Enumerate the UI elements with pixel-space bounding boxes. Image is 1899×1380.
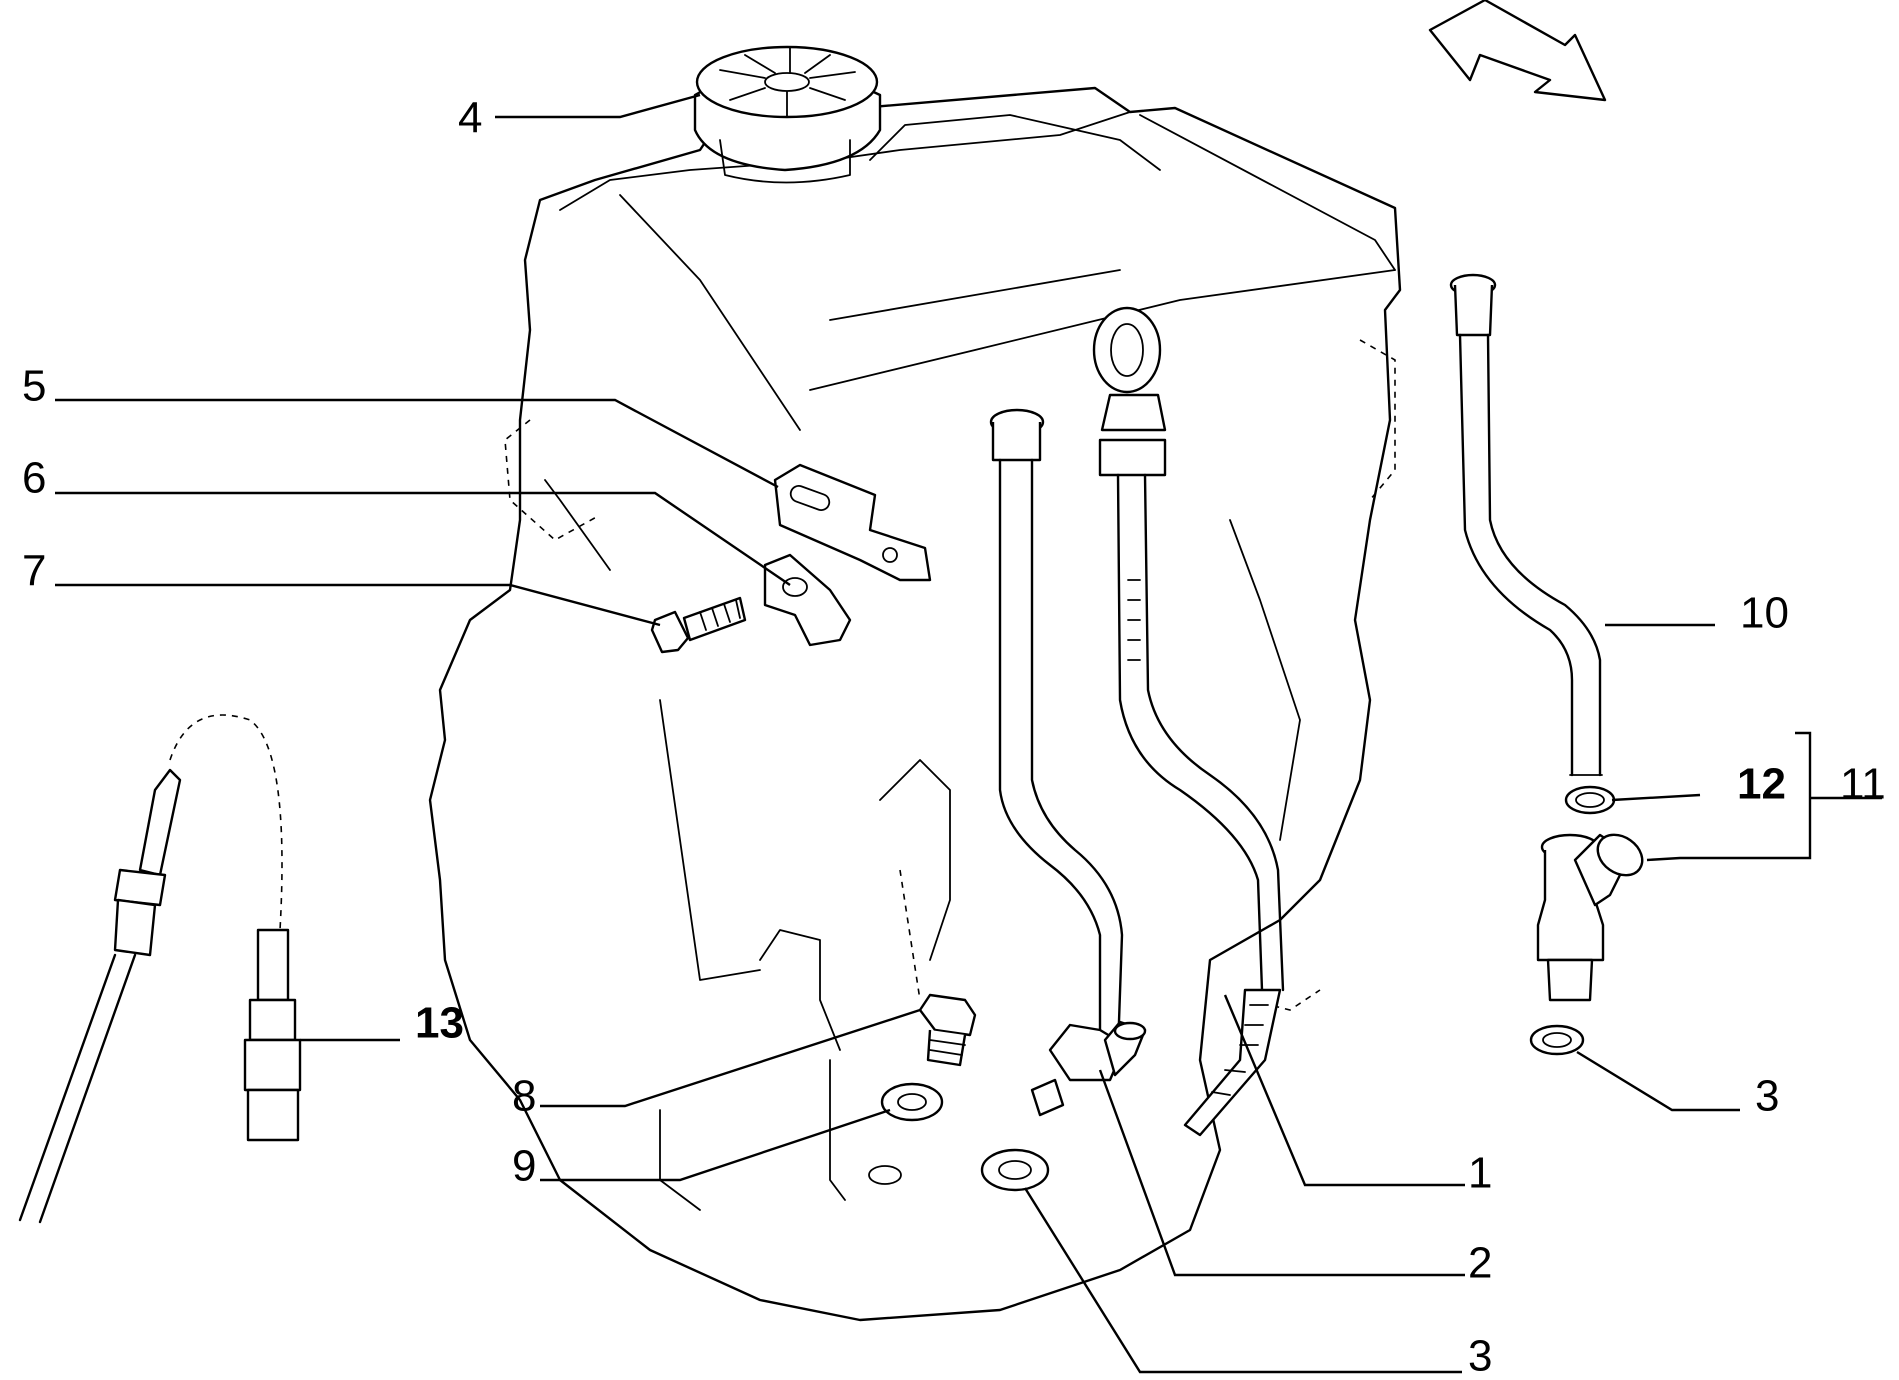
filler-cap-part xyxy=(693,45,882,184)
callout-1: 1 xyxy=(1468,1148,1492,1197)
callout-10: 10 xyxy=(1740,588,1789,637)
leader-lines xyxy=(55,93,1882,1374)
y-fitting-part xyxy=(1536,833,1644,1002)
clamp-part xyxy=(763,553,852,647)
washer-part-9 xyxy=(880,1082,944,1122)
callout-13: 13 xyxy=(415,998,464,1047)
callout-3-bottom: 3 xyxy=(1468,1331,1492,1380)
callout-4: 4 xyxy=(458,93,482,142)
washer-part-bottom xyxy=(980,1148,1050,1192)
callout-8: 8 xyxy=(512,1071,536,1120)
callout-11: 11 xyxy=(1840,759,1886,808)
callout-9: 9 xyxy=(512,1141,536,1190)
callout-3-right: 3 xyxy=(1755,1071,1779,1120)
o-ring-part xyxy=(1564,785,1616,815)
level-sensor-part xyxy=(18,714,302,1224)
washer-part-right xyxy=(1529,1024,1585,1056)
callout-2: 2 xyxy=(1468,1238,1492,1287)
callout-12: 12 xyxy=(1737,759,1786,808)
bracket-part xyxy=(773,463,932,582)
callout-6: 6 xyxy=(22,453,46,502)
callout-7: 7 xyxy=(22,546,46,595)
bolt-part xyxy=(650,596,747,654)
callout-5: 5 xyxy=(22,361,46,410)
engine-block xyxy=(428,86,1402,1322)
hose-part xyxy=(1449,273,1603,777)
direction-arrow-icon xyxy=(1428,0,1607,102)
drain-plug-part xyxy=(918,993,977,1067)
dipstick-part xyxy=(1092,306,1285,1137)
dipstick-tube-part xyxy=(989,408,1147,1117)
